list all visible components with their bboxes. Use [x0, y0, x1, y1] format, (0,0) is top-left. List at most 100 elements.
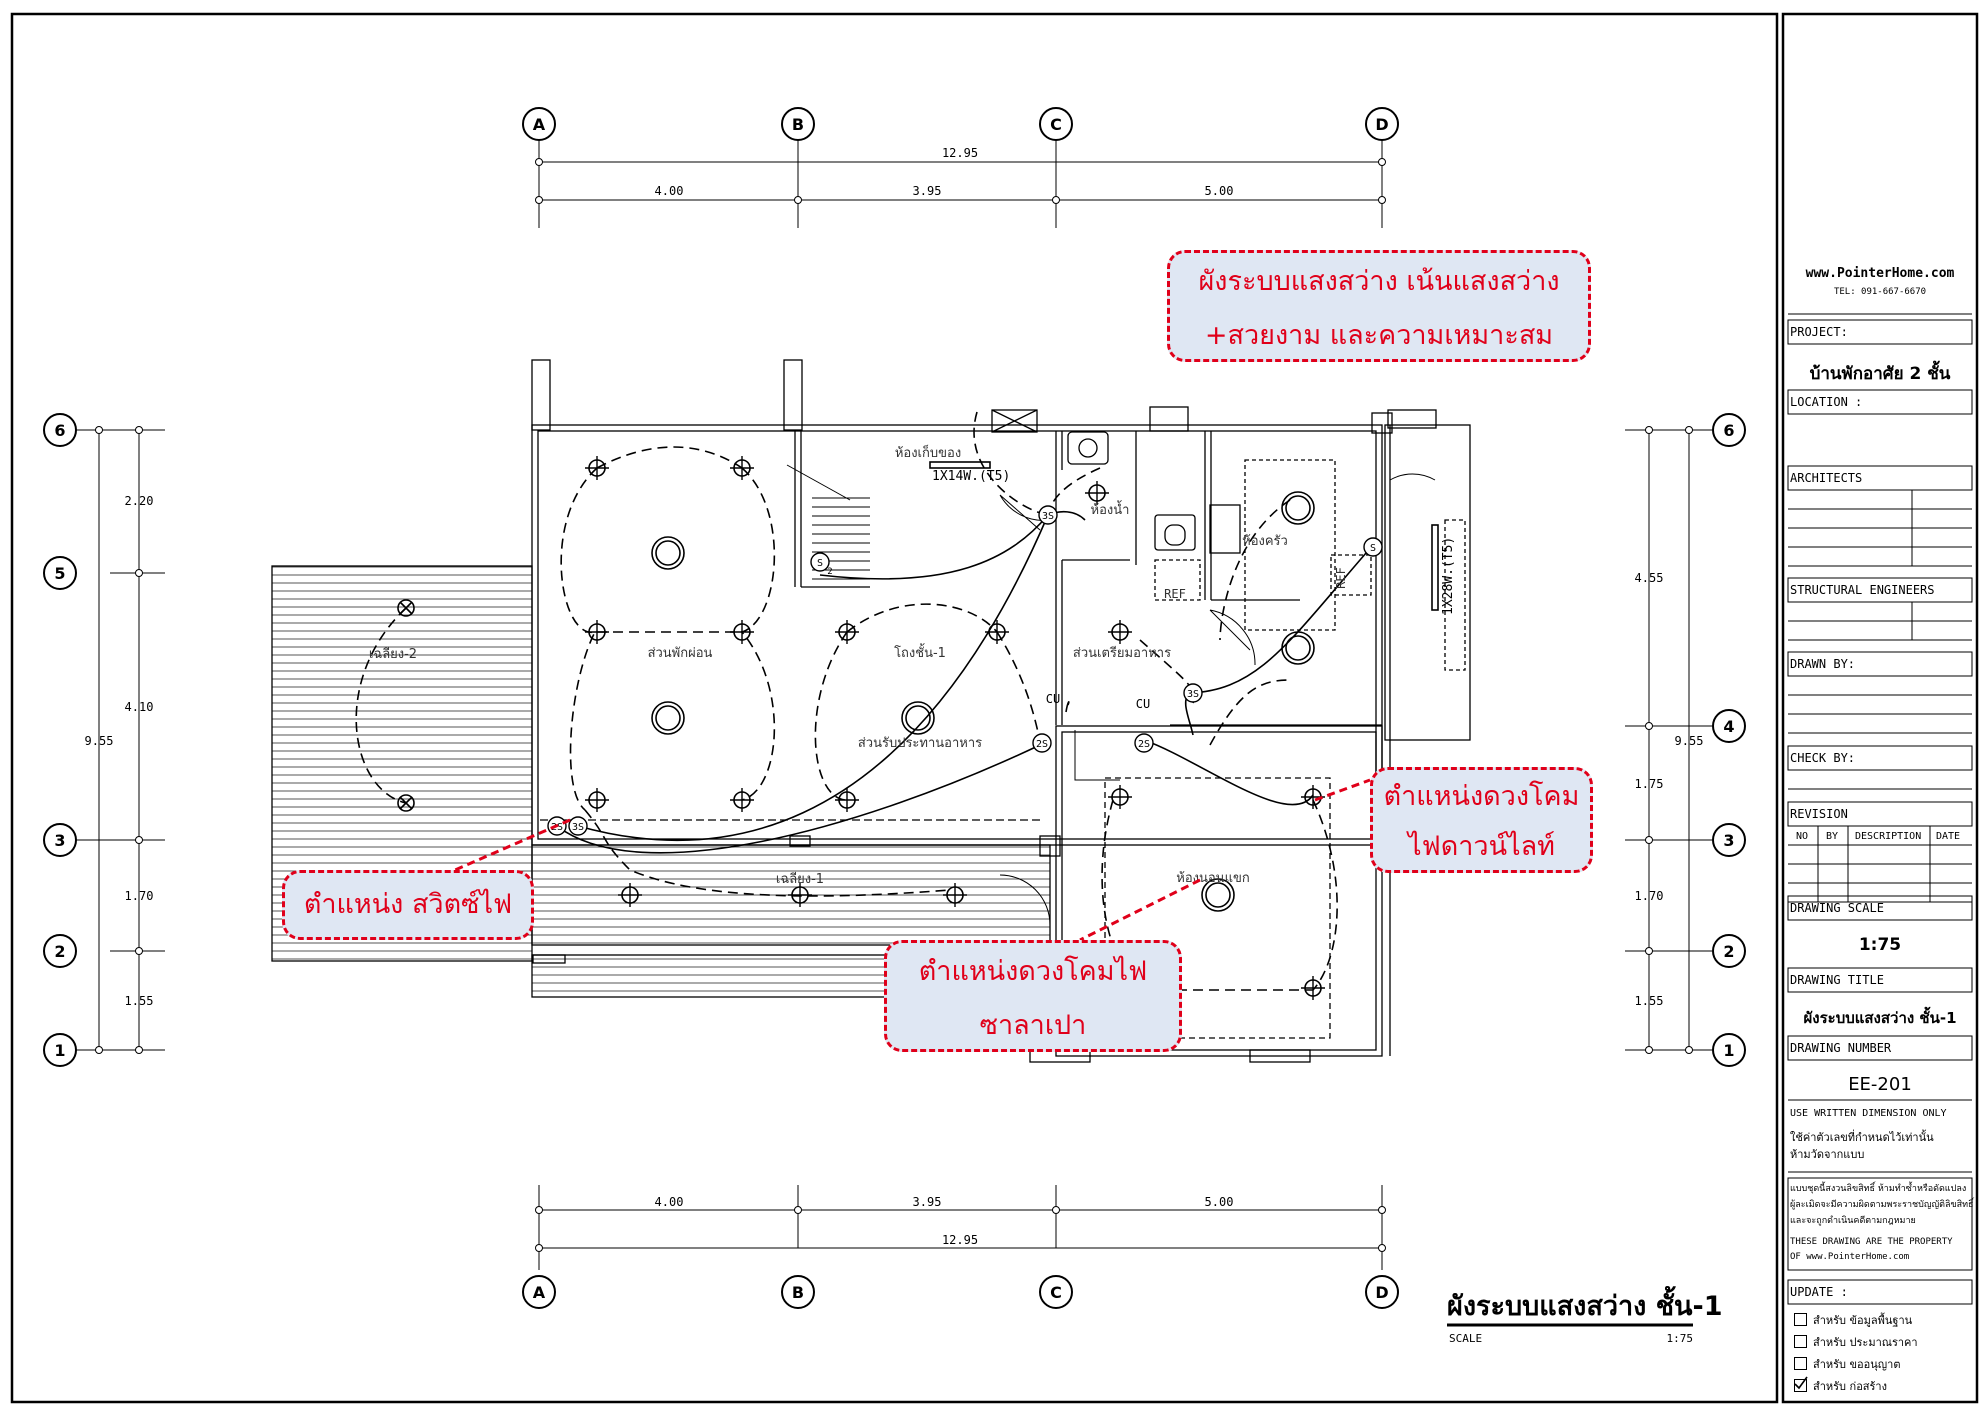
drawing-scale-value: 1:75: [1858, 935, 1902, 955]
revision-label: REVISION: [1790, 807, 1848, 821]
svg-text:2S: 2S: [1036, 739, 1048, 750]
update-item[interactable]: สำหรับ ข้อมูลพื้นฐาน: [1794, 1311, 1912, 1329]
svg-text:2: 2: [827, 567, 832, 577]
svg-text:4: 4: [1723, 717, 1734, 736]
svg-text:1.70: 1.70: [125, 889, 154, 903]
svg-text:1: 1: [1723, 1041, 1734, 1060]
svg-text:6: 6: [54, 421, 65, 440]
dimension-note-thai-2: ห้ามวัดจากแบบ: [1790, 1148, 1865, 1161]
dimension-lines: [75, 140, 1712, 1270]
callout-leaders: [454, 778, 1371, 942]
pendant-callout: ตำแหน่งดวงโคมไฟ ซาลาเปา: [884, 940, 1182, 1052]
svg-text:12.95: 12.95: [942, 1233, 978, 1247]
svg-text:SCALE: SCALE: [1449, 1332, 1482, 1345]
svg-text:S: S: [1370, 543, 1376, 554]
update-checkbox-checked[interactable]: [1794, 1376, 1808, 1392]
downlight-callout-line2: ไฟดาวน์ไลท์: [1408, 831, 1555, 862]
walls: [271, 359, 1471, 1063]
lighting-callout-line1: ผังระบบแสงสว่าง เน้นแสงสว่าง: [1198, 266, 1560, 297]
grid-bubbles: A B C D A B C D 6 5 3 2 1 6 4 3 2 1: [43, 107, 1746, 1309]
svg-text:ห้องนอนแขก: ห้องนอนแขก: [1176, 871, 1249, 886]
svg-text:9.55: 9.55: [85, 734, 114, 748]
copyright-line-2: ผู้ละเมิดจะมีความผิดตามพระราชบัญญัติลิขส…: [1790, 1200, 1974, 1210]
svg-text:1X14W.(T5): 1X14W.(T5): [932, 469, 1010, 484]
svg-text:2: 2: [54, 942, 65, 961]
room-labels: ห้องเก็บของ ห้องน้ำ ห้องครัว ส่วนพักผ่อน…: [369, 443, 1348, 887]
svg-text:REF: REF: [1334, 567, 1348, 589]
svg-text:3S: 3S: [1187, 689, 1199, 700]
svg-text:2.20: 2.20: [125, 494, 154, 508]
svg-text:5.00: 5.00: [1205, 1195, 1234, 1209]
svg-text:C: C: [1050, 115, 1062, 134]
svg-text:เฉลียง-1: เฉลียง-1: [776, 871, 824, 887]
switch-position-callout: ตำแหน่ง สวิตซ์ไฟ: [282, 870, 534, 940]
svg-text:5: 5: [54, 564, 65, 583]
svg-text:1:75: 1:75: [1667, 1332, 1694, 1345]
update-checkbox[interactable]: [1794, 1357, 1807, 1370]
dimension-ticks: [95, 158, 1693, 1252]
svg-text:2: 2: [1723, 942, 1734, 961]
svg-text:1.75: 1.75: [1635, 777, 1664, 791]
svg-text:D: D: [1375, 115, 1388, 134]
switch-wiring: [556, 510, 1374, 854]
copyright-line-1: แบบชุดนี้สงวนลิขสิทธิ์ ห้ามทำซ้ำหรือดัดแ…: [1790, 1184, 1967, 1194]
switch-callout-label: ตำแหน่ง สวิตซ์ไฟ: [303, 889, 513, 920]
update-item[interactable]: สำหรับ ประมาณราคา: [1794, 1333, 1918, 1351]
svg-text:3S: 3S: [1042, 511, 1054, 522]
update-item[interactable]: สำหรับ ขออนุญาต: [1794, 1355, 1900, 1373]
update-label: UPDATE :: [1790, 1285, 1848, 1299]
svg-text:B: B: [792, 115, 804, 134]
svg-text:CU: CU: [1046, 692, 1060, 706]
svg-text:CU: CU: [1136, 697, 1150, 711]
revision-col-date: DATE: [1936, 831, 1961, 842]
update-checkbox[interactable]: [1794, 1313, 1807, 1326]
svg-text:ห้องเก็บของ: ห้องเก็บของ: [895, 443, 961, 461]
svg-text:9.55: 9.55: [1675, 734, 1704, 748]
svg-text:ส่วนรับประทานอาหาร: ส่วนรับประทานอาหาร: [858, 736, 982, 751]
check-by-label: CHECK BY:: [1790, 751, 1856, 765]
lighting-callout-line2: +สวยงาม และความเหมาะสม: [1204, 320, 1554, 351]
svg-text:4.00: 4.00: [655, 184, 684, 198]
lighting-plan-callout: ผังระบบแสงสว่าง เน้นแสงสว่าง +สวยงาม และ…: [1167, 250, 1591, 362]
telephone: TEL: 091-667-6670: [1833, 287, 1927, 297]
update-checkbox[interactable]: [1794, 1335, 1807, 1348]
svg-text:1: 1: [54, 1041, 65, 1060]
svg-text:12.95: 12.95: [942, 146, 978, 160]
tube-labels: 1X14W.(T5) 1X28W.(T5): [932, 469, 1456, 615]
switch-labels: 3S 3S 2S 2S 2S 3S S 2 S CU CU: [551, 511, 1376, 833]
svg-text:2S: 2S: [551, 822, 563, 833]
update-item[interactable]: สำหรับ ก่อสร้าง: [1794, 1376, 1887, 1395]
drawing-title: ผังระบบแสงสว่าง ชั้น-1 SCALE 1:75: [1447, 1285, 1723, 1345]
svg-text:C: C: [1050, 1283, 1062, 1302]
project-value: บ้านพักอาศัย 2 ชั้น: [1809, 364, 1951, 384]
sheet-border: [10, 12, 1779, 1404]
project-label: PROJECT:: [1790, 325, 1848, 339]
svg-text:3S: 3S: [572, 822, 584, 833]
downlight-callout-line1: ตำแหน่งดวงโคม: [1383, 781, 1580, 812]
svg-text:3: 3: [1723, 831, 1734, 850]
architects-label: ARCHITECTS: [1790, 471, 1863, 485]
svg-text:B: B: [792, 1283, 804, 1302]
location-label: LOCATION :: [1790, 395, 1863, 409]
revision-col-no: NO: [1796, 831, 1809, 842]
svg-text:1X28W.(T5): 1X28W.(T5): [1441, 537, 1456, 615]
title-block-border: [1781, 12, 1979, 1404]
svg-text:3.95: 3.95: [913, 1195, 942, 1209]
svg-text:ส่วนเตรียมอาหาร: ส่วนเตรียมอาหาร: [1073, 645, 1171, 661]
svg-text:ส่วนพักผ่อน: ส่วนพักผ่อน: [648, 646, 713, 661]
drawn-by-label: DRAWN BY:: [1790, 657, 1856, 671]
svg-text:1.55: 1.55: [1635, 994, 1664, 1008]
svg-text:A: A: [533, 1283, 546, 1302]
svg-text:3.95: 3.95: [913, 184, 942, 198]
revision-col-by: BY: [1826, 831, 1839, 842]
svg-text:D: D: [1375, 1283, 1388, 1302]
svg-text:ห้องครัว: ห้องครัว: [1242, 534, 1288, 549]
dimension-note-thai-1: ใช้ค่าตัวเลขที่กำหนดไว้เท่านั้น: [1790, 1131, 1934, 1144]
svg-text:เฉลียง-2: เฉลียง-2: [369, 646, 417, 662]
check-mark-icon: [1794, 1376, 1808, 1390]
switch-symbols: [547, 505, 1383, 836]
svg-text:REF: REF: [1164, 587, 1186, 601]
pendant-callout-line2: ซาลาเปา: [979, 1010, 1087, 1041]
drawing-scale-label: DRAWING SCALE: [1790, 901, 1884, 915]
svg-text:4.10: 4.10: [125, 700, 154, 714]
